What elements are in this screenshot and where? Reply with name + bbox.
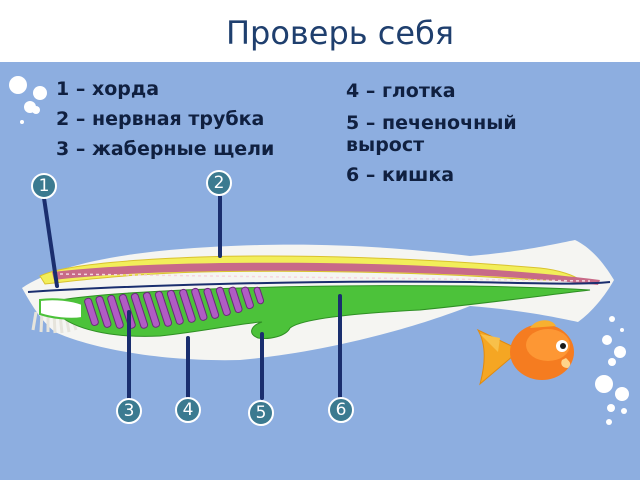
marker-1-label: 1 bbox=[39, 176, 50, 196]
marker-3: 3 bbox=[116, 398, 142, 424]
marker-4: 4 bbox=[175, 397, 201, 423]
legend-item-notochord: 1 – хорда bbox=[56, 78, 160, 100]
slide-title: Проверь себя bbox=[225, 14, 455, 52]
marker-5: 5 bbox=[248, 400, 274, 426]
nerve-tube bbox=[52, 262, 600, 285]
body-contour-line bbox=[27, 280, 611, 293]
marker-6-label: 6 bbox=[336, 400, 347, 420]
legend-right: 4 – глотка 5 – печеночный вырост 6 – киш… bbox=[346, 76, 556, 190]
gill-slits bbox=[84, 286, 265, 329]
legend-item-gill-slits: 3 – жаберные щели bbox=[56, 138, 275, 160]
marker-6: 6 bbox=[328, 397, 354, 423]
marker-5-label: 5 bbox=[256, 403, 267, 423]
marker-2: 2 bbox=[206, 170, 232, 196]
gut bbox=[59, 285, 591, 339]
legend-item-nerve-tube: 2 – нервная трубка bbox=[56, 108, 265, 130]
pointer-line-1 bbox=[42, 196, 59, 288]
mouth-cavity bbox=[39, 298, 83, 320]
marker-2-label: 2 bbox=[214, 173, 225, 193]
legend-left: 1 – хорда 2 – нервная трубка 3 – жаберны… bbox=[56, 74, 274, 164]
pointer-lines bbox=[42, 194, 342, 402]
legend-item-pharynx: 4 – глотка bbox=[346, 80, 456, 102]
legend-item-intestine: 6 – кишка bbox=[346, 164, 455, 186]
legend-item-liver-outgrowth: 5 – печеночный вырост bbox=[346, 112, 517, 156]
bubble-icon bbox=[595, 316, 629, 425]
fish-icon bbox=[476, 320, 574, 386]
bubble-icon bbox=[9, 76, 47, 124]
marker-4-label: 4 bbox=[183, 400, 194, 420]
marker-1: 1 bbox=[31, 173, 57, 199]
marker-3-label: 3 bbox=[124, 401, 135, 421]
slide-header: Проверь себя bbox=[0, 0, 640, 62]
